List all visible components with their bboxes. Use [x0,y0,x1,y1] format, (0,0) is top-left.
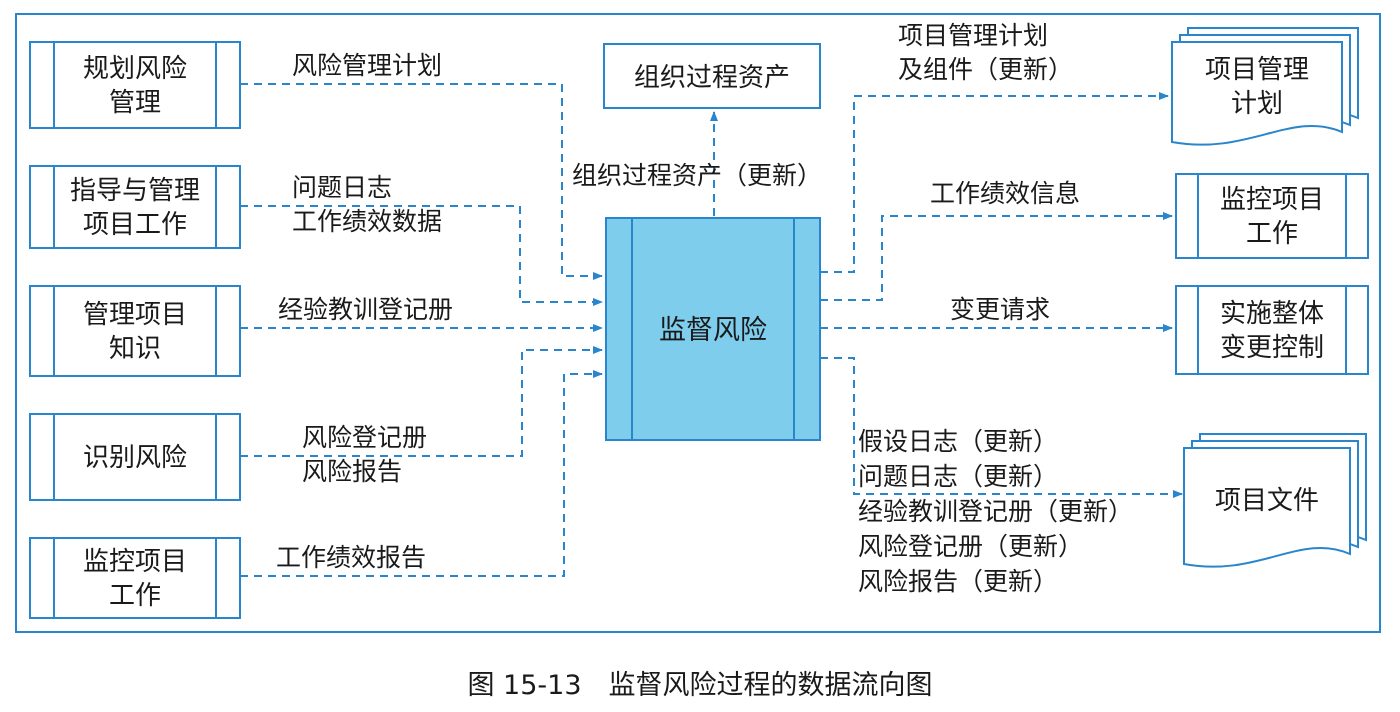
org-assets-update-label: 组织过程资产（更新） [572,161,822,190]
input-arrow-plan-risk [240,83,603,280]
monitor-risk-label: 监督风险 [659,315,767,346]
output-flow-label: 假设日志（更新） [858,427,1058,456]
input-flow-label: 经验教训登记册 [278,295,453,324]
output-flow-label: 风险登记册（更新） [858,532,1083,561]
input-box-label: 指导与管理 [70,176,200,206]
input-flow-label: 风险登记册 [302,423,427,452]
input-flow-label: 问题日志 [292,173,392,202]
output-box-label: 项目文件 [1215,486,1319,516]
input-flow-label: 风险报告 [302,457,402,486]
org-assets-box [603,43,821,109]
output-flow-label: 及组件（更新） [898,55,1073,84]
input-box-label: 工作 [109,581,161,611]
output-box-label: 监控项目 [1220,185,1324,215]
output-arrow-project-docs [820,357,1183,498]
input-box-identify-risk: 识别风险 [29,413,241,501]
input-box-label: 管理项目 [83,300,187,330]
input-box-label: 规划风险 [83,54,187,84]
output-box-label: 变更控制 [1220,333,1324,363]
input-arrow-monitor-work [240,370,603,577]
output-arrow-work-perf-info [820,212,1173,301]
output-flow-label: 经验教训登记册（更新） [858,497,1133,526]
input-flow-label: 风险管理计划 [292,51,442,80]
input-box-label: 知识 [109,334,161,364]
input-arrow-identify-risk [240,346,603,457]
output-box-label: 实施整体 [1220,299,1324,329]
input-box-label: 管理 [109,88,161,118]
output-box-label: 项目管理 [1205,55,1309,85]
input-box-label: 识别风险 [83,443,187,473]
output-flow-label: 项目管理计划 [898,21,1048,50]
figure-caption: 图 15-13 监督风险过程的数据流向图 [467,670,932,701]
monitor-risk-process: 监督风险 [605,217,821,441]
output-arrow-project-plan [820,92,1169,273]
output-box-project-plan: 项目管理计划 [1171,27,1359,146]
outer-frame [15,13,1381,633]
input-box-label: 项目工作 [83,210,187,240]
output-flow-label: 风险报告（更新） [858,567,1058,596]
output-flow-label: 工作绩效信息 [930,179,1080,208]
output-box-label: 工作 [1246,219,1298,249]
output-box-label: 计划 [1231,89,1283,119]
input-flow-label: 工作绩效数据 [292,207,442,236]
input-box-label: 监控项目 [83,547,187,577]
output-flow-label: 问题日志（更新） [858,462,1058,491]
input-flow-label: 工作绩效报告 [276,543,426,572]
output-box-project-docs: 项目文件 [1183,433,1367,568]
output-flow-label: 变更请求 [950,295,1050,324]
input-arrow-direct-manage [240,205,603,306]
org-assets-box-label: 组织过程资产 [634,63,790,93]
